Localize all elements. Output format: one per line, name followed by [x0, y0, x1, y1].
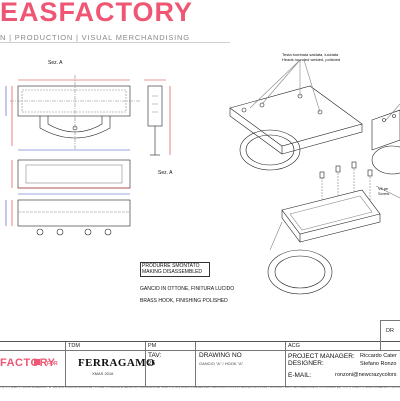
- isometric-view-assembled: [229, 59, 363, 171]
- note-material-en: BRASS HOOK, FINISHING POLISHED: [140, 298, 228, 304]
- note-disassembled-en: MAKING DISASSEMBLED: [142, 269, 203, 275]
- back-view: [5, 199, 131, 236]
- side-section-view: [144, 79, 171, 156]
- acg-label: ACG: [288, 343, 300, 349]
- isometric-view-exploded: [267, 161, 400, 295]
- drawing-no-label: DRAWING NO: [199, 352, 242, 359]
- tdm-label: TDM: [68, 343, 80, 349]
- project-manager-label: PROJECT MANAGER:: [288, 353, 355, 360]
- isometric-view-right: [371, 103, 400, 175]
- tav-value: 25: [148, 360, 156, 367]
- section-label-side: Sez. A: [158, 170, 173, 176]
- email-value: ronzoni@newcrazycolors: [335, 372, 397, 378]
- note-disassembled-it: PRODURRE SMONTATO: [142, 263, 200, 269]
- front-view: [5, 75, 140, 151]
- title-block: DR TDM PM ACG TAV: 25 DRAWING NO GANCIO …: [0, 320, 400, 401]
- callout-screw: Vit pe Screw: [378, 186, 390, 196]
- legal-strip: TUTTI I DIRITTI SONO RISERVATI. E' VIETA…: [0, 385, 400, 389]
- header-divider: [0, 42, 230, 43]
- note-disassembled-box: PRODURRE SMONTATO MAKING DISASSEMBLED: [140, 262, 210, 277]
- callout-heads-welded: Testa bombata saldata, lucidata Heads ro…: [282, 52, 341, 62]
- pm-label: PM: [148, 343, 157, 349]
- dr-label: DR: [386, 328, 394, 334]
- designer-name: Stefano Ronzo: [360, 361, 397, 367]
- top-view: [11, 159, 131, 195]
- for-label: FOR: [47, 361, 58, 367]
- project-manager-name: Riccardo Cater: [360, 353, 397, 359]
- footer-brand-logo: FACTORY: [0, 357, 56, 369]
- client-logo: FERRAGAMO: [78, 357, 155, 369]
- email-label: E-MAIL:: [288, 372, 312, 379]
- designer-label: DESIGNER:: [288, 360, 324, 367]
- brand-logo: EASFACTORY: [0, 0, 194, 27]
- footer-logo-badge: [34, 359, 40, 365]
- tav-label: TAV:: [148, 352, 162, 359]
- client-subtitle: XMAS 2016: [92, 371, 114, 376]
- note-material-it: GANCIO IN OTTONE, FINITURA LUCIDO: [140, 286, 235, 292]
- brand-tagline: N | PRODUCTION | VISUAL MERCHANDISING: [0, 33, 190, 42]
- section-label-top: Sez. A: [48, 60, 63, 66]
- drawing-no-value: GANCIO "A" / HOOK "A": [199, 361, 244, 366]
